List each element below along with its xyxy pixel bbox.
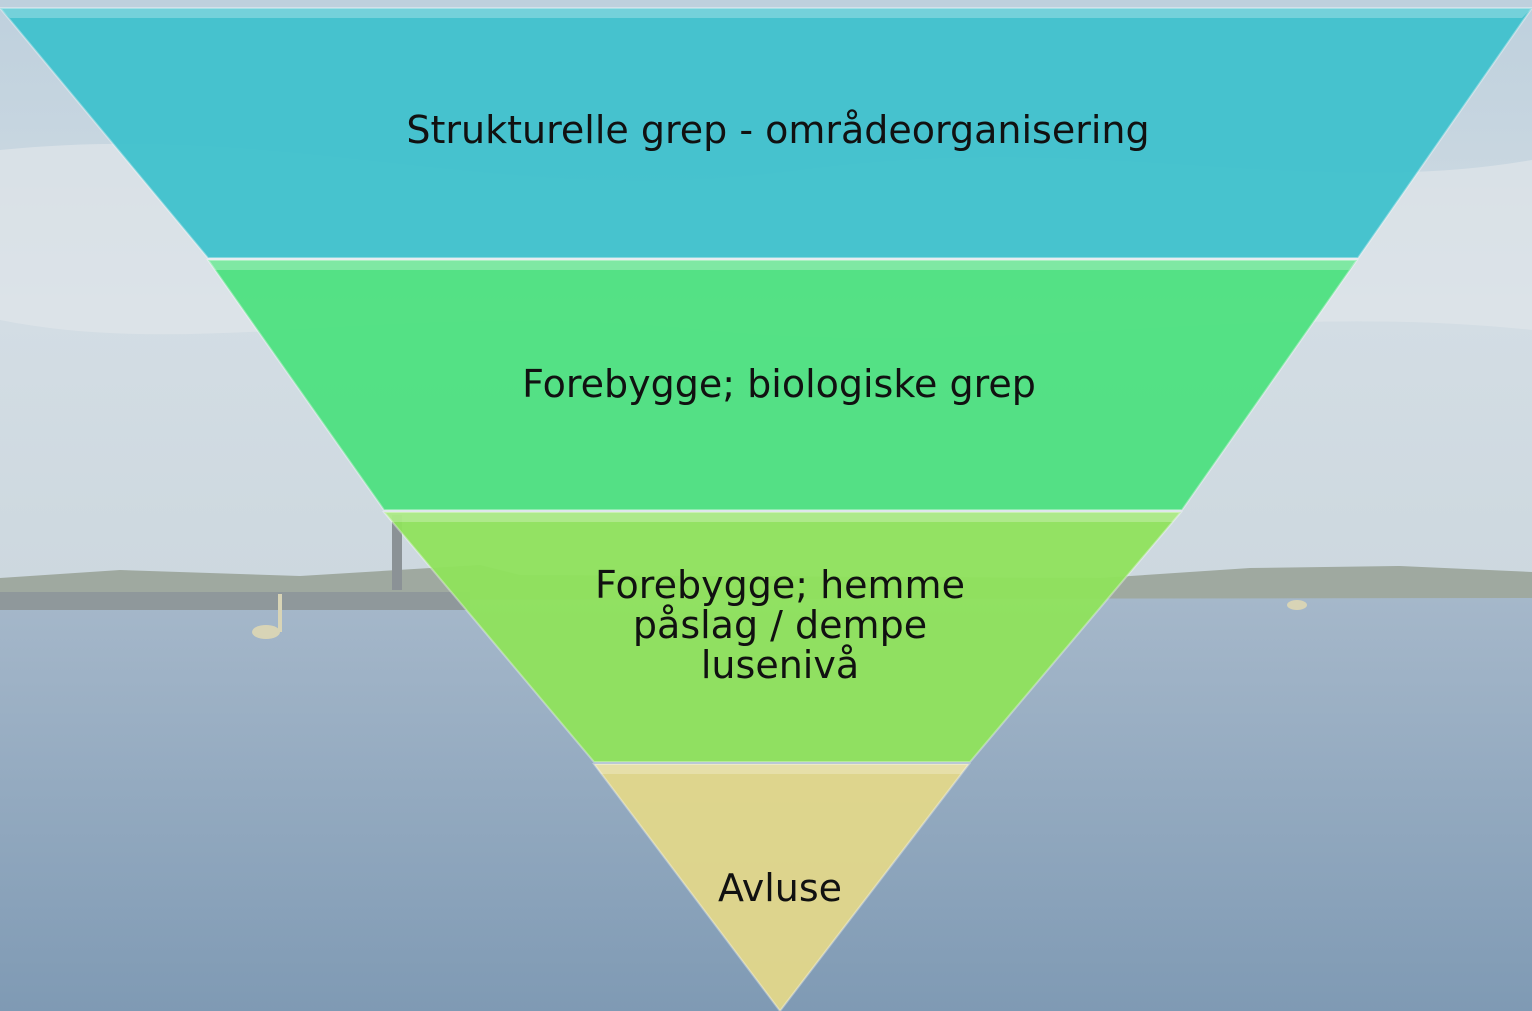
level-1-line-1: Strukturelle grep - områdeorganisering (406, 108, 1150, 152)
inverted-pyramid (0, 7, 1532, 1011)
pyramid-level-3 (381, 511, 1184, 763)
level-3-line-3: lusenivå (700, 642, 860, 687)
level-4-label: Avluse (680, 866, 880, 912)
level-2-band (206, 259, 1359, 511)
level-3-line-1: Forebygge; hemme (595, 563, 965, 607)
level-1-bevel (0, 8, 1532, 18)
level-4-band (591, 763, 972, 1011)
pier (0, 592, 470, 610)
level-1-band (0, 7, 1532, 259)
pyramid-level-2 (206, 259, 1359, 511)
level-2-line-1: Forebygge; biologiske grep (522, 362, 1036, 406)
buoy-left (252, 625, 280, 639)
level-4-line-1: Avluse (717, 866, 843, 910)
buoy-left-mast (278, 594, 282, 632)
level-3-bevel (384, 512, 1181, 522)
level-3-line-2: påslag / dempe (632, 602, 928, 647)
pyramid-level-4 (591, 763, 972, 1011)
buoy-right (1287, 600, 1307, 610)
level-3-band (381, 511, 1184, 763)
level-3-label: Forebygge; hemme påslag / dempe lusenivå (580, 563, 980, 687)
pyramid-level-1 (0, 7, 1532, 259)
level-2-label: Forebygge; biologiske grep (384, 362, 1174, 408)
level-2-bevel (208, 260, 1357, 270)
crane (392, 515, 402, 590)
level-1-label: Strukturelle grep - områdeorganisering (208, 108, 1348, 154)
level-4-bevel (594, 764, 969, 774)
